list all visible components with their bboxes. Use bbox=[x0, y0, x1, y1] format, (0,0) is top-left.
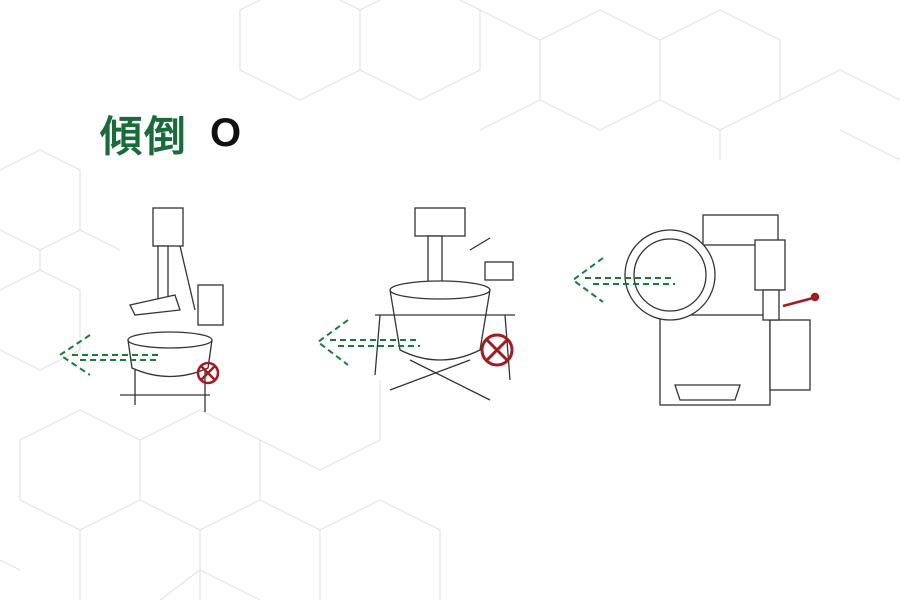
valve-wheel-icon bbox=[196, 361, 220, 385]
tilt-arrow-icon bbox=[58, 334, 160, 376]
title-label: 傾倒 bbox=[100, 112, 189, 161]
title: 傾倒 O bbox=[100, 103, 241, 164]
tilting-mixer-planetary bbox=[316, 207, 515, 401]
valve-wheel-icon bbox=[480, 333, 514, 367]
tilt-arrow-icon bbox=[571, 257, 675, 303]
tilting-mixer-large bbox=[571, 214, 820, 406]
tilt-arrow-icon bbox=[316, 319, 420, 366]
tilting-mixer-small bbox=[58, 207, 224, 412]
lever-handle-icon bbox=[782, 292, 820, 308]
circle-mark: O bbox=[210, 111, 242, 155]
